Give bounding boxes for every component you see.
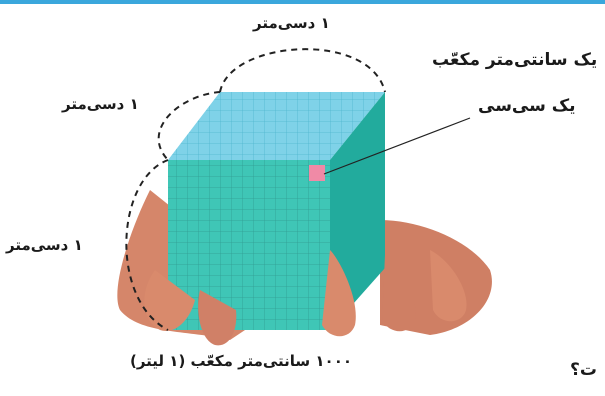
cc-pointer-line	[323, 117, 471, 175]
cc-label: یک سی‌سی	[478, 96, 576, 116]
top-dimension-label: ۱ دسی‌متر	[253, 14, 330, 32]
left-upper-dimension-arc	[157, 91, 221, 161]
one-cc-cell	[309, 165, 325, 181]
left-upper-dimension-label: ۱ دسی‌متر	[62, 95, 139, 113]
top-dimension-arc	[219, 48, 386, 93]
top-accent-rule	[0, 0, 605, 4]
fingers	[144, 250, 467, 346]
edge-text-fragment: ت؟	[570, 360, 597, 380]
cubic-centimeter-label: یک سانتی‌متر مکعّب	[432, 50, 598, 70]
cube-side-face	[330, 92, 385, 330]
left-lower-dimension-label: ۱ دسی‌متر	[6, 236, 83, 254]
liter-caption: ۱۰۰۰ سانتی‌متر مکعّب (۱ لیتر)	[130, 352, 353, 370]
